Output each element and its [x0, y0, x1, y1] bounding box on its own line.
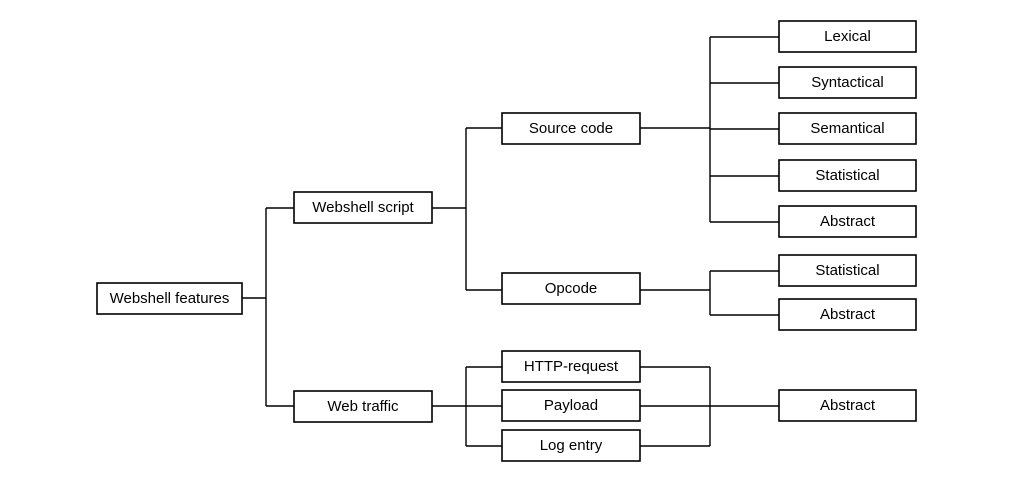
node-box: [778, 254, 917, 287]
edge-sources-to-abstract: [640, 366, 779, 447]
node-box: [778, 112, 917, 145]
node-label: Payload: [544, 397, 598, 414]
node-box: [501, 429, 641, 462]
edge-opcode-to-features: [640, 270, 779, 316]
node-box: [501, 112, 641, 145]
edge-script-to-representations: [432, 127, 502, 291]
node-sc-statistical: Statistical: [778, 159, 917, 192]
node-source-code: Source code: [501, 112, 641, 145]
node-sc-syntactical: Syntactical: [778, 66, 917, 99]
node-box: [96, 282, 243, 315]
node-label: HTTP-request: [524, 358, 619, 375]
edge-traffic-to-sources: [432, 366, 502, 447]
node-http-request: HTTP-request: [501, 350, 641, 383]
node-label: Semantical: [810, 120, 884, 137]
node-box: [293, 191, 433, 224]
node-op-abstract: Abstract: [778, 298, 917, 331]
node-web-traffic: Web traffic: [293, 390, 433, 423]
node-label: Webshell features: [110, 290, 230, 307]
node-box: [778, 66, 917, 99]
node-label: Lexical: [824, 28, 871, 45]
diagram-edges: [242, 36, 779, 447]
node-opcode: Opcode: [501, 272, 641, 305]
node-label: Web traffic: [327, 398, 399, 415]
node-op-statistical: Statistical: [778, 254, 917, 287]
node-label: Webshell script: [312, 199, 414, 216]
node-webshell-features: Webshell features: [96, 282, 243, 315]
node-sc-abstract: Abstract: [778, 205, 917, 238]
node-sc-semantical: Semantical: [778, 112, 917, 145]
node-box: [778, 20, 917, 53]
node-label: Abstract: [820, 213, 876, 230]
node-box: [501, 272, 641, 305]
node-log-entry: Log entry: [501, 429, 641, 462]
node-box: [293, 390, 433, 423]
node-label: Log entry: [540, 437, 603, 454]
edge-sourcecode-to-features: [640, 36, 779, 223]
node-payload: Payload: [501, 389, 641, 422]
edge-root-to-level1: [242, 207, 294, 407]
node-wt-abstract: Abstract: [778, 389, 917, 422]
node-box: [501, 350, 641, 383]
node-box: [778, 389, 917, 422]
node-box: [778, 298, 917, 331]
node-box: [778, 205, 917, 238]
node-label: Statistical: [815, 167, 879, 184]
node-label: Statistical: [815, 262, 879, 279]
node-label: Opcode: [545, 280, 598, 297]
node-label: Abstract: [820, 397, 876, 414]
node-label: Syntactical: [811, 74, 884, 91]
node-box: [778, 159, 917, 192]
node-label: Source code: [529, 120, 613, 137]
node-webshell-script: Webshell script: [293, 191, 433, 224]
node-box: [501, 389, 641, 422]
node-label: Abstract: [820, 306, 876, 323]
node-sc-lexical: Lexical: [778, 20, 917, 53]
